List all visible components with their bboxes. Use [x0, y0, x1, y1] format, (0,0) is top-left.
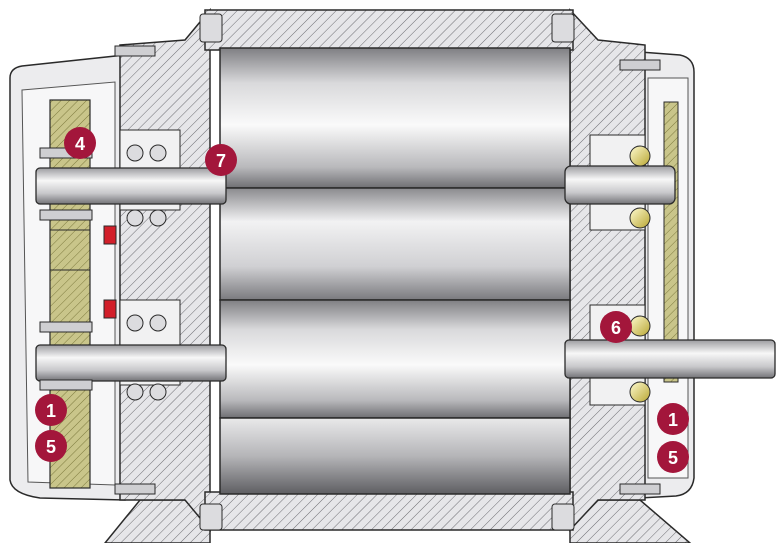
right-bearings — [629, 145, 651, 403]
callout-badge — [35, 394, 67, 426]
callout-1-right: 1 — [657, 403, 689, 435]
left-bearings — [126, 144, 167, 401]
right-bearing-housing — [569, 8, 646, 532]
callout-number: 4 — [75, 134, 85, 154]
callout-5-right: 5 — [657, 441, 689, 473]
callout-badge — [35, 430, 67, 462]
callout-number: 1 — [668, 410, 678, 430]
left-bearing-housing — [119, 7, 211, 533]
callout-number: 7 — [216, 151, 226, 171]
callout-7: 7 — [205, 144, 237, 176]
lower-drive-shaft — [35, 339, 776, 382]
callout-4: 4 — [64, 127, 96, 159]
callout-badge — [205, 144, 237, 176]
callout-badge — [657, 403, 689, 435]
callout-number: 1 — [46, 401, 56, 421]
pump-casing — [199, 9, 575, 531]
callout-number: 6 — [611, 318, 621, 338]
callout-badge — [64, 127, 96, 159]
seal-elements — [103, 225, 117, 319]
callout-number: 5 — [668, 448, 678, 468]
upper-shaft — [35, 165, 676, 205]
callout-6: 6 — [600, 311, 632, 343]
rotors — [219, 47, 571, 495]
callout-badge — [657, 441, 689, 473]
callout-1-left: 1 — [35, 394, 67, 426]
callout-badge — [600, 311, 632, 343]
bolts — [39, 45, 661, 495]
callout-5-left: 5 — [35, 430, 67, 462]
callout-number: 5 — [46, 437, 56, 457]
